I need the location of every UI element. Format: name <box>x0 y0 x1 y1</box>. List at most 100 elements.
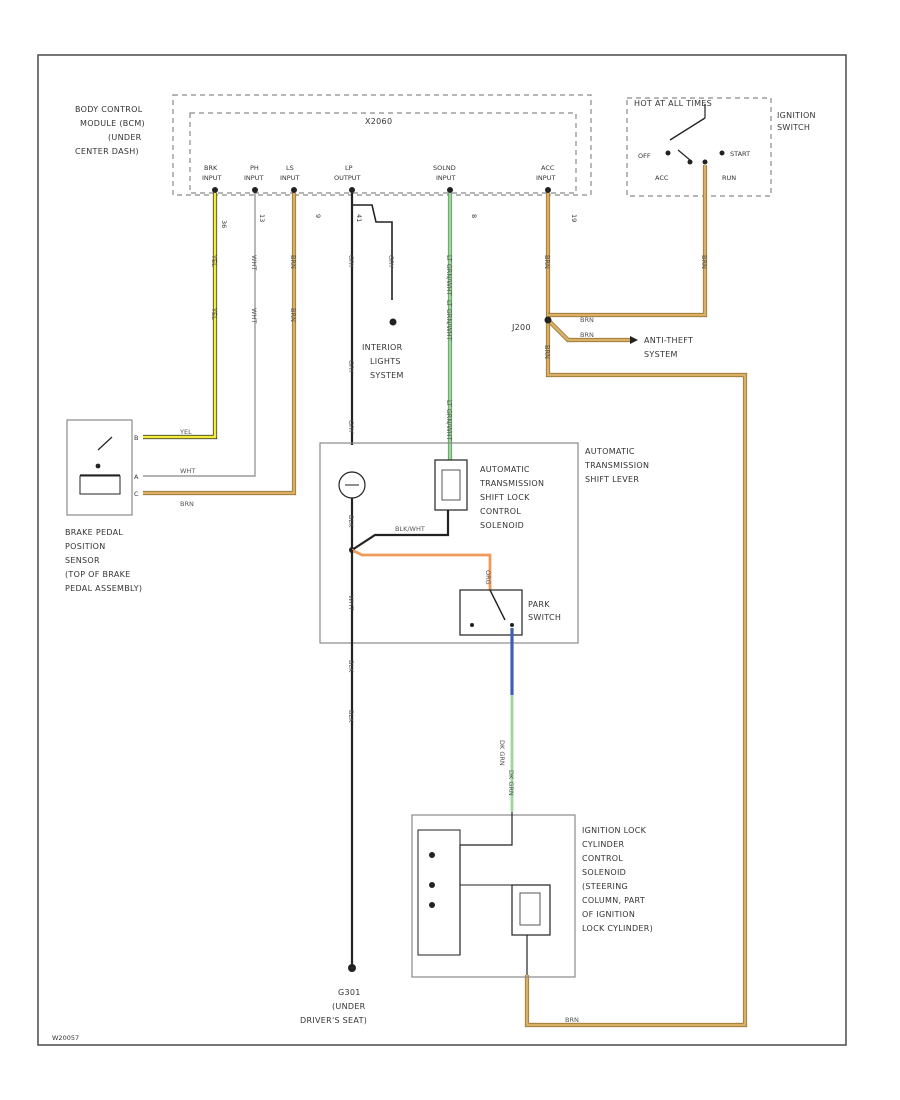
ignition-switch-label-line-2: SWITCH <box>777 123 810 132</box>
brake-sensor-label-line-4: (TOP OF BRAKE <box>65 570 131 579</box>
park-switch-label-line-1: PARK <box>528 600 550 609</box>
bcm-label-line-3: (UNDER <box>108 133 142 142</box>
bcm-pin-number-9: 9 <box>314 214 322 218</box>
bcm-outline <box>172 94 592 196</box>
wire-code-solnd-2: LT GRN/WHT <box>445 300 453 341</box>
bcm-pin-lp-name: LP <box>345 164 353 172</box>
lock-cylinder-contact-2 <box>429 882 435 888</box>
wire-park-orange <box>351 548 492 590</box>
lock-cylinder-label-line-7: OF IGNITION <box>582 910 635 919</box>
shift-lock-solenoid-coil <box>441 469 461 501</box>
wire-code-dk-grn-2: DK GRN <box>507 770 515 796</box>
lock-cylinder-solenoid <box>511 884 551 936</box>
ignition-position-off: OFF <box>638 152 651 160</box>
brake-sensor-label-line-2: POSITION <box>65 542 106 551</box>
bcm-pin-number-41: 41 <box>355 214 363 222</box>
wire-brk <box>143 193 218 440</box>
ground-label-line-3: DRIVER'S SEAT) <box>300 1016 367 1025</box>
bcm-connector-outline <box>189 112 577 194</box>
brake-sensor-pin-c: C <box>134 490 139 498</box>
lock-cylinder-label-line-4: SOLENOID <box>582 868 626 877</box>
lock-cylinder-label-line-8: LOCK CYLINDER) <box>582 924 653 933</box>
brake-sensor-label-line-1: BRAKE PEDAL <box>65 528 123 537</box>
interior-lights-line-2: LIGHTS <box>370 357 401 366</box>
solenoid-label-line-1: AUTOMATIC <box>480 465 530 474</box>
bcm-pin-terminals <box>212 187 551 193</box>
junction-label: J200 <box>511 323 531 332</box>
bcm-pin-ls-name: LS <box>286 164 294 172</box>
ignition-switch-arm-lower <box>677 149 691 161</box>
wire-code-ground-2: BLK <box>347 660 355 673</box>
wire-code-ph-1: WHT <box>250 255 258 270</box>
brake-sensor-node <box>95 463 101 469</box>
lock-cylinder-outline <box>411 814 576 978</box>
wire-code-brk-horizontal: YEL <box>179 428 192 436</box>
ignition-position-run: RUN <box>722 174 736 182</box>
bcm-terminal-ph <box>252 187 258 193</box>
bcm-label-line-4: CENTER DASH) <box>75 147 139 156</box>
bcm-terminal-lp <box>349 187 355 193</box>
ignition-contact-start <box>719 150 725 156</box>
wire-anti-theft <box>546 318 630 343</box>
wire-code-ph-2: WHT <box>250 308 258 323</box>
bcm-pin-brk-sub: INPUT <box>202 174 221 182</box>
wire-code-lp-1: GRY <box>347 255 355 268</box>
ignition-position-acc: ACC <box>655 174 669 182</box>
wire-ls <box>143 193 297 496</box>
wire-code-lp-2: GRY <box>347 360 355 373</box>
lock-cylinder-contact-1 <box>429 852 435 858</box>
ignition-switch-arm <box>669 117 706 141</box>
diagram-id: W20057 <box>52 1034 79 1042</box>
bcm-pin-ph-name: PH <box>250 164 259 172</box>
bcm-pin-lp-sub: OUTPUT <box>334 174 361 182</box>
lock-cylinder-feed <box>460 812 513 846</box>
bcm-label-line-2: MODULE (BCM) <box>80 119 145 128</box>
interior-lights-line-3: SYSTEM <box>370 371 404 380</box>
anti-theft-line-2: SYSTEM <box>644 350 678 359</box>
wire-code-solnd-3: LT GRN/WHT <box>445 400 453 441</box>
wire-solenoid-ground <box>351 510 450 551</box>
wire-code-dk-grn-1: DK GRN <box>498 740 506 766</box>
anti-theft-line-1: ANTI-THEFT <box>644 336 693 345</box>
wire-code-ls-2: BRN <box>289 308 297 322</box>
bcm-pin-number-8: 8 <box>470 214 478 218</box>
lock-cylinder-label-line-6: COLUMN, PART <box>582 896 645 905</box>
lock-cylinder-label-line-3: CONTROL <box>582 854 623 863</box>
wire-code-brk-2: YEL <box>210 307 218 320</box>
diagram-frame <box>37 54 847 1046</box>
brake-sensor-outline <box>66 419 133 516</box>
lock-cylinder-label-line-1: IGNITION LOCK <box>582 826 647 835</box>
bcm-pin-ls-sub: INPUT <box>280 174 299 182</box>
ground-label-line-1: G301 <box>338 988 361 997</box>
brake-sensor-contact <box>97 436 113 451</box>
bcm-pin-acc-sub: INPUT <box>536 174 555 182</box>
lock-cylinder-solenoid-coil <box>519 892 541 926</box>
wire-code-solnd-1: LT GRN/WHT <box>445 255 453 296</box>
wire-code-ls-horizontal: BRN <box>180 500 194 508</box>
solenoid-label-line-5: SOLENOID <box>480 521 524 530</box>
wire-code-shift-lamp: BLK <box>347 515 355 528</box>
wire-code-lp-3: GRY <box>347 420 355 433</box>
shift-lever-label-line-3: SHIFT LEVER <box>585 475 639 484</box>
park-switch-arm <box>489 589 506 621</box>
solenoid-label-line-3: SHIFT LOCK <box>480 493 530 502</box>
wire-code-anti-theft: BRN <box>580 331 594 339</box>
bcm-terminal-brk <box>212 187 218 193</box>
wire-acc <box>524 193 748 1028</box>
brake-sensor-label-line-3: SENSOR <box>65 556 100 565</box>
wire-code-ignition-run: BRN <box>700 255 708 269</box>
lock-cylinder-contact-3 <box>429 902 435 908</box>
brake-sensor-label-line-5: PEDAL ASSEMBLY) <box>65 584 142 593</box>
ignition-position-start: START <box>730 150 750 158</box>
bcm-pin-ph-sub: INPUT <box>244 174 263 182</box>
brake-sensor-element <box>79 475 121 495</box>
ignition-contact-run <box>702 159 708 165</box>
ignition-switch-header: HOT AT ALL TIMES <box>634 99 712 108</box>
wire-code-ground-1: WHT <box>347 595 355 610</box>
ignition-contact-acc <box>687 159 693 165</box>
wire-ignition-run <box>548 165 708 318</box>
interior-lights-line-1: INTERIOR <box>362 343 403 352</box>
wire-code-ground-3: BLK <box>347 710 355 723</box>
